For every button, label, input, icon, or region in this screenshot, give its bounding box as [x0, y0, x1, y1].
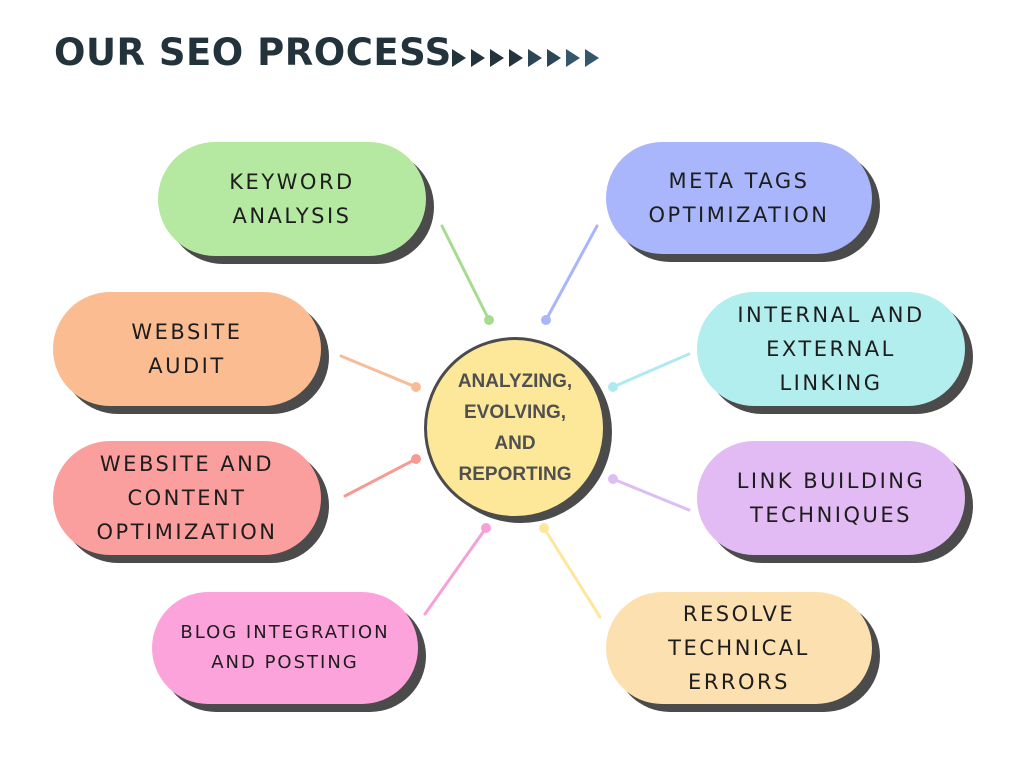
connector-dot-internal-external [608, 382, 618, 392]
step-meta-tags-optimization: META TAGS OPTIMIZATION [606, 142, 872, 254]
arrow-chevrons-icon [452, 49, 599, 67]
connector-website-audit [339, 354, 418, 389]
page-title: OUR SEO PROCESS [54, 31, 452, 74]
step-label: LINK BUILDING TECHNIQUES [736, 469, 926, 527]
connector-meta-tags [544, 224, 599, 322]
connector-dot-resolve-errors [539, 523, 549, 533]
step-keyword-analysis: KEYWORD ANALYSIS [158, 142, 426, 256]
center-hub-label: ANALYZING, EVOLVING, AND REPORTING [457, 371, 573, 485]
step-label: INTERNAL AND EXTERNAL LINKING [737, 303, 925, 395]
step-label: BLOG INTEGRATION AND POSTING [180, 622, 390, 673]
connector-website-content [343, 457, 418, 498]
step-internal-external-linking: INTERNAL AND EXTERNAL LINKING [697, 292, 965, 406]
step-label: META TAGS OPTIMIZATION [648, 169, 830, 227]
step-label: KEYWORD ANALYSIS [229, 170, 355, 228]
connector-internal-external [611, 352, 691, 389]
center-hub: ANALYZING, EVOLVING, AND REPORTING [424, 337, 606, 519]
step-website-content-optimization: WEBSITE AND CONTENT OPTIMIZATION [53, 441, 321, 555]
connector-dot-meta-tags [541, 315, 551, 325]
step-website-audit: WEBSITE AUDIT [53, 292, 321, 406]
step-label: WEBSITE AND CONTENT OPTIMIZATION [96, 452, 278, 544]
connector-dot-website-audit [411, 382, 421, 392]
step-link-building-techniques: LINK BUILDING TECHNIQUES [697, 441, 965, 555]
step-resolve-technical-errors: RESOLVE TECHNICAL ERRORS [606, 592, 872, 704]
step-label: WEBSITE AUDIT [131, 320, 243, 378]
step-label: RESOLVE TECHNICAL ERRORS [668, 602, 810, 694]
connector-blog-integration [423, 526, 488, 616]
connector-dot-website-content [411, 454, 421, 464]
connector-keyword-analysis [440, 224, 491, 322]
step-blog-integration-posting: BLOG INTEGRATION AND POSTING [152, 592, 418, 704]
connector-link-building [611, 477, 691, 512]
connector-dot-keyword-analysis [484, 315, 494, 325]
connector-dot-blog-integration [481, 523, 491, 533]
connector-resolve-errors [542, 526, 602, 619]
connector-dot-link-building [608, 474, 618, 484]
